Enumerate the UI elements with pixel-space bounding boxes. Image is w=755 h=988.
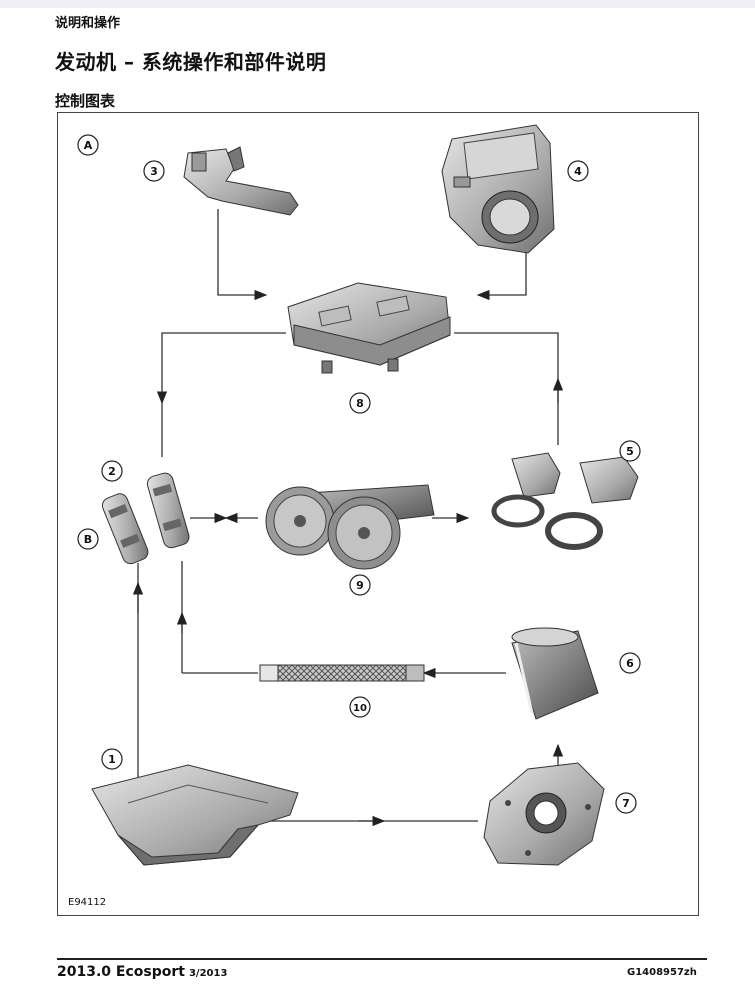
callout-8: 8 [356,397,364,410]
section-label: 说明和操作 [55,16,121,31]
footer-rule [57,958,707,960]
flow-4-to-8 [476,247,527,301]
pcm-module-icon [287,282,451,374]
flow-8-to-2 [156,332,286,405]
footer-model: 2013.0 Ecosport [57,964,185,980]
sub-title: 控制图表 [55,92,116,110]
flow-3-to-8 [217,209,268,301]
callout-10: 10 [353,703,367,714]
callout-2: 2 [108,465,116,478]
camshaft-sensors-icon [491,452,639,550]
callout-5: 5 [626,445,634,458]
footer-doc-code: G1408957zh [627,967,697,978]
control-diagram-frame: A B 1 2 3 4 5 6 7 8 9 10 E94 [57,112,699,916]
callout-3: 3 [150,165,158,178]
page-title: 发动机 – 系统操作和部件说明 [55,50,327,74]
letter-a-circle [77,134,99,156]
oil-pan-icon [91,764,299,866]
letter-b-circle [77,528,99,550]
footer-issue: 3/2013 [188,968,228,979]
figure-code: E94112 [68,897,107,908]
letter-a: A [84,139,93,152]
oil-filter-icon [511,627,599,720]
control-diagram: A B 1 2 3 4 5 6 7 8 9 10 [77,124,641,866]
callout-4: 4 [574,165,582,178]
callout-6: 6 [626,657,634,670]
letter-labels [77,134,99,550]
top-band [0,0,755,8]
oil-pump-icon [483,762,605,866]
letter-b: B [84,533,92,546]
flow-lines [132,209,564,827]
callout-1: 1 [108,753,116,766]
callout-9: 9 [356,579,364,592]
callout-7: 7 [622,797,630,810]
throttle-body-icon [441,124,555,254]
oil-control-solenoids-icon [101,472,190,565]
crankshaft-sensor-icon [183,146,299,216]
flow-5-to-8 [454,332,559,445]
oil-filter-screen-icon [259,664,425,682]
camshafts-icon [265,484,435,570]
callout-circles [101,160,641,814]
